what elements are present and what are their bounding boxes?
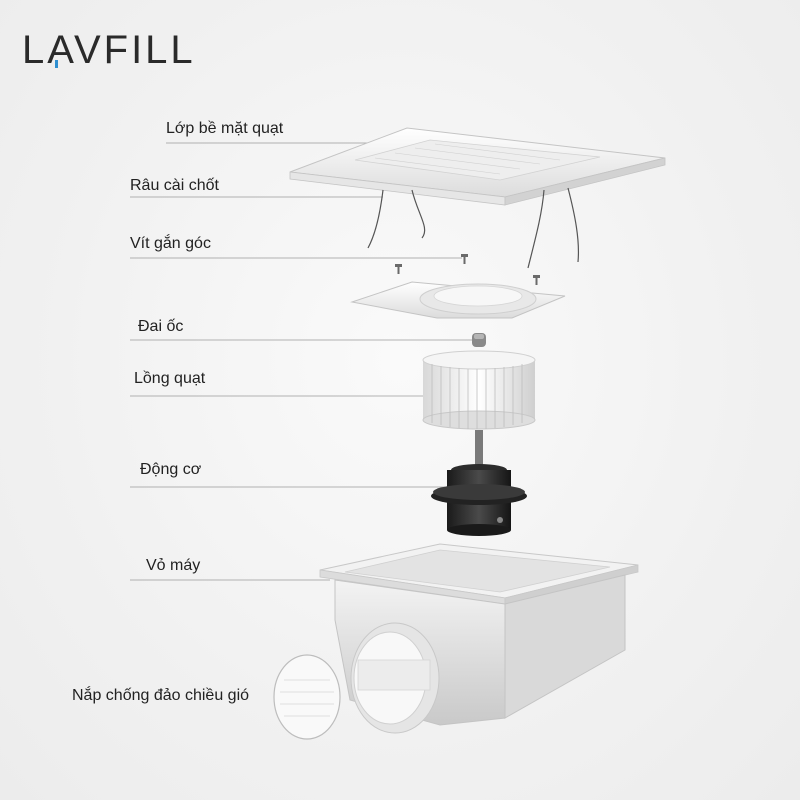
motor-icon (431, 430, 527, 536)
screw-icon (395, 254, 540, 285)
housing-icon (319, 543, 639, 734)
brand-logo: LAVFILL (22, 28, 196, 73)
label-screw: Vít gắn góc (130, 235, 211, 252)
logo-accent-icon (55, 60, 58, 68)
label-backdraft: Nắp chống đảo chiều gió (72, 687, 250, 704)
label-nut: Đai ốc (138, 318, 184, 335)
face-panel-icon (289, 127, 666, 206)
fan-cage-icon (422, 350, 536, 430)
label-motor: Động cơ (140, 461, 202, 478)
leader-lines (130, 142, 474, 581)
label-cage: Lồng quạt (134, 370, 206, 387)
label-face: Lớp bề mặt quạt (166, 120, 284, 137)
backdraft-flap-icon (273, 654, 341, 740)
clip-spring-icon (367, 187, 580, 269)
label-housing: Vỏ máy (146, 557, 201, 574)
label-clip: Râu cài chốt (130, 177, 219, 194)
nut-icon (472, 333, 486, 347)
mounting-plate-icon (350, 281, 566, 319)
logo-text: LAVFILL (22, 28, 196, 72)
